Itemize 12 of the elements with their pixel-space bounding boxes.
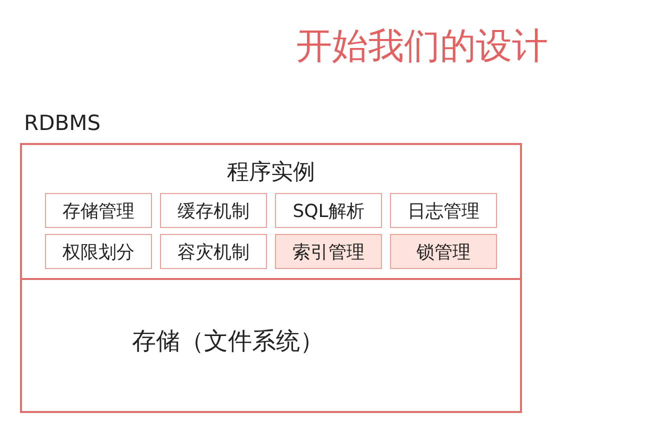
section-label: 存储（文件系统） xyxy=(131,326,325,357)
module-box: 日志管理 xyxy=(390,193,497,228)
module-box: 存储管理 xyxy=(45,193,152,228)
module-box: SQL解析 xyxy=(275,193,382,228)
module-box: 缓存机制 xyxy=(160,193,267,228)
section-label: 程序实例 xyxy=(226,159,316,187)
page-title: 开始我们的设计 xyxy=(296,25,548,69)
module-box: 容灾机制 xyxy=(160,234,267,269)
system-heading: RDBMS xyxy=(24,111,101,135)
module-box: 锁管理 xyxy=(390,234,497,269)
module-box: 索引管理 xyxy=(275,234,382,269)
module-box: 权限划分 xyxy=(45,234,152,269)
